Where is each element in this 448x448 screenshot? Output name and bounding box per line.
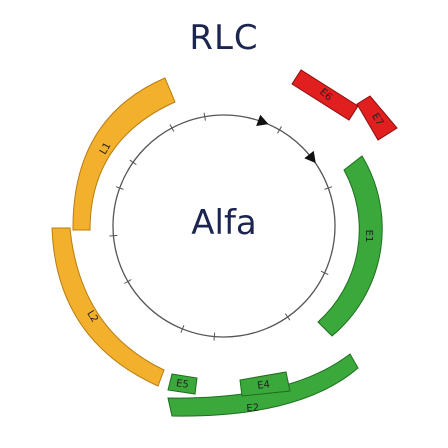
orf-E7[interactable]: E7	[356, 95, 398, 141]
tick-mark	[284, 313, 291, 321]
orf-E5-block	[167, 373, 198, 395]
orf-E1-label: E1	[363, 230, 374, 243]
tick-mark	[169, 124, 175, 132]
tick-mark	[109, 234, 118, 237]
orf-L1-block	[72, 77, 176, 231]
orf-E6-block	[291, 69, 359, 121]
tick-mark	[277, 126, 282, 134]
direction-arrow	[304, 150, 316, 164]
genome-circle	[112, 114, 336, 338]
tick-mark	[124, 279, 132, 284]
orf-E2-label: E2	[246, 403, 259, 415]
orf-E5[interactable]: E5	[167, 373, 198, 395]
tick-mark	[320, 270, 329, 276]
orf-L2[interactable]: L2	[51, 227, 165, 387]
orf-E5-label: E5	[175, 378, 189, 391]
direction-arrow	[256, 114, 269, 126]
orf-E4-label: E4	[257, 379, 271, 392]
tick-mark	[129, 159, 137, 166]
orf-E1-block	[317, 155, 383, 337]
orf-L2-block	[51, 227, 165, 387]
orf-L1[interactable]: L1	[72, 77, 176, 231]
orf-L2-label: L2	[84, 309, 100, 325]
tick-mark	[213, 332, 216, 341]
direction-arrows	[256, 114, 316, 164]
tick-marks	[109, 112, 333, 341]
orf-E1[interactable]: E1	[317, 155, 383, 337]
tick-mark	[115, 186, 124, 190]
orf-E4-block	[239, 371, 291, 397]
orf-E6[interactable]: E6	[291, 69, 359, 121]
orf-E4[interactable]: E4	[239, 371, 291, 397]
orf-L1-label: L1	[98, 141, 113, 157]
orf-E7-block	[356, 95, 398, 141]
tick-mark	[203, 112, 206, 121]
tick-mark	[324, 186, 333, 190]
region-title: RLC	[189, 18, 259, 58]
tick-mark	[180, 325, 185, 333]
center-label: Alfa	[191, 203, 257, 243]
